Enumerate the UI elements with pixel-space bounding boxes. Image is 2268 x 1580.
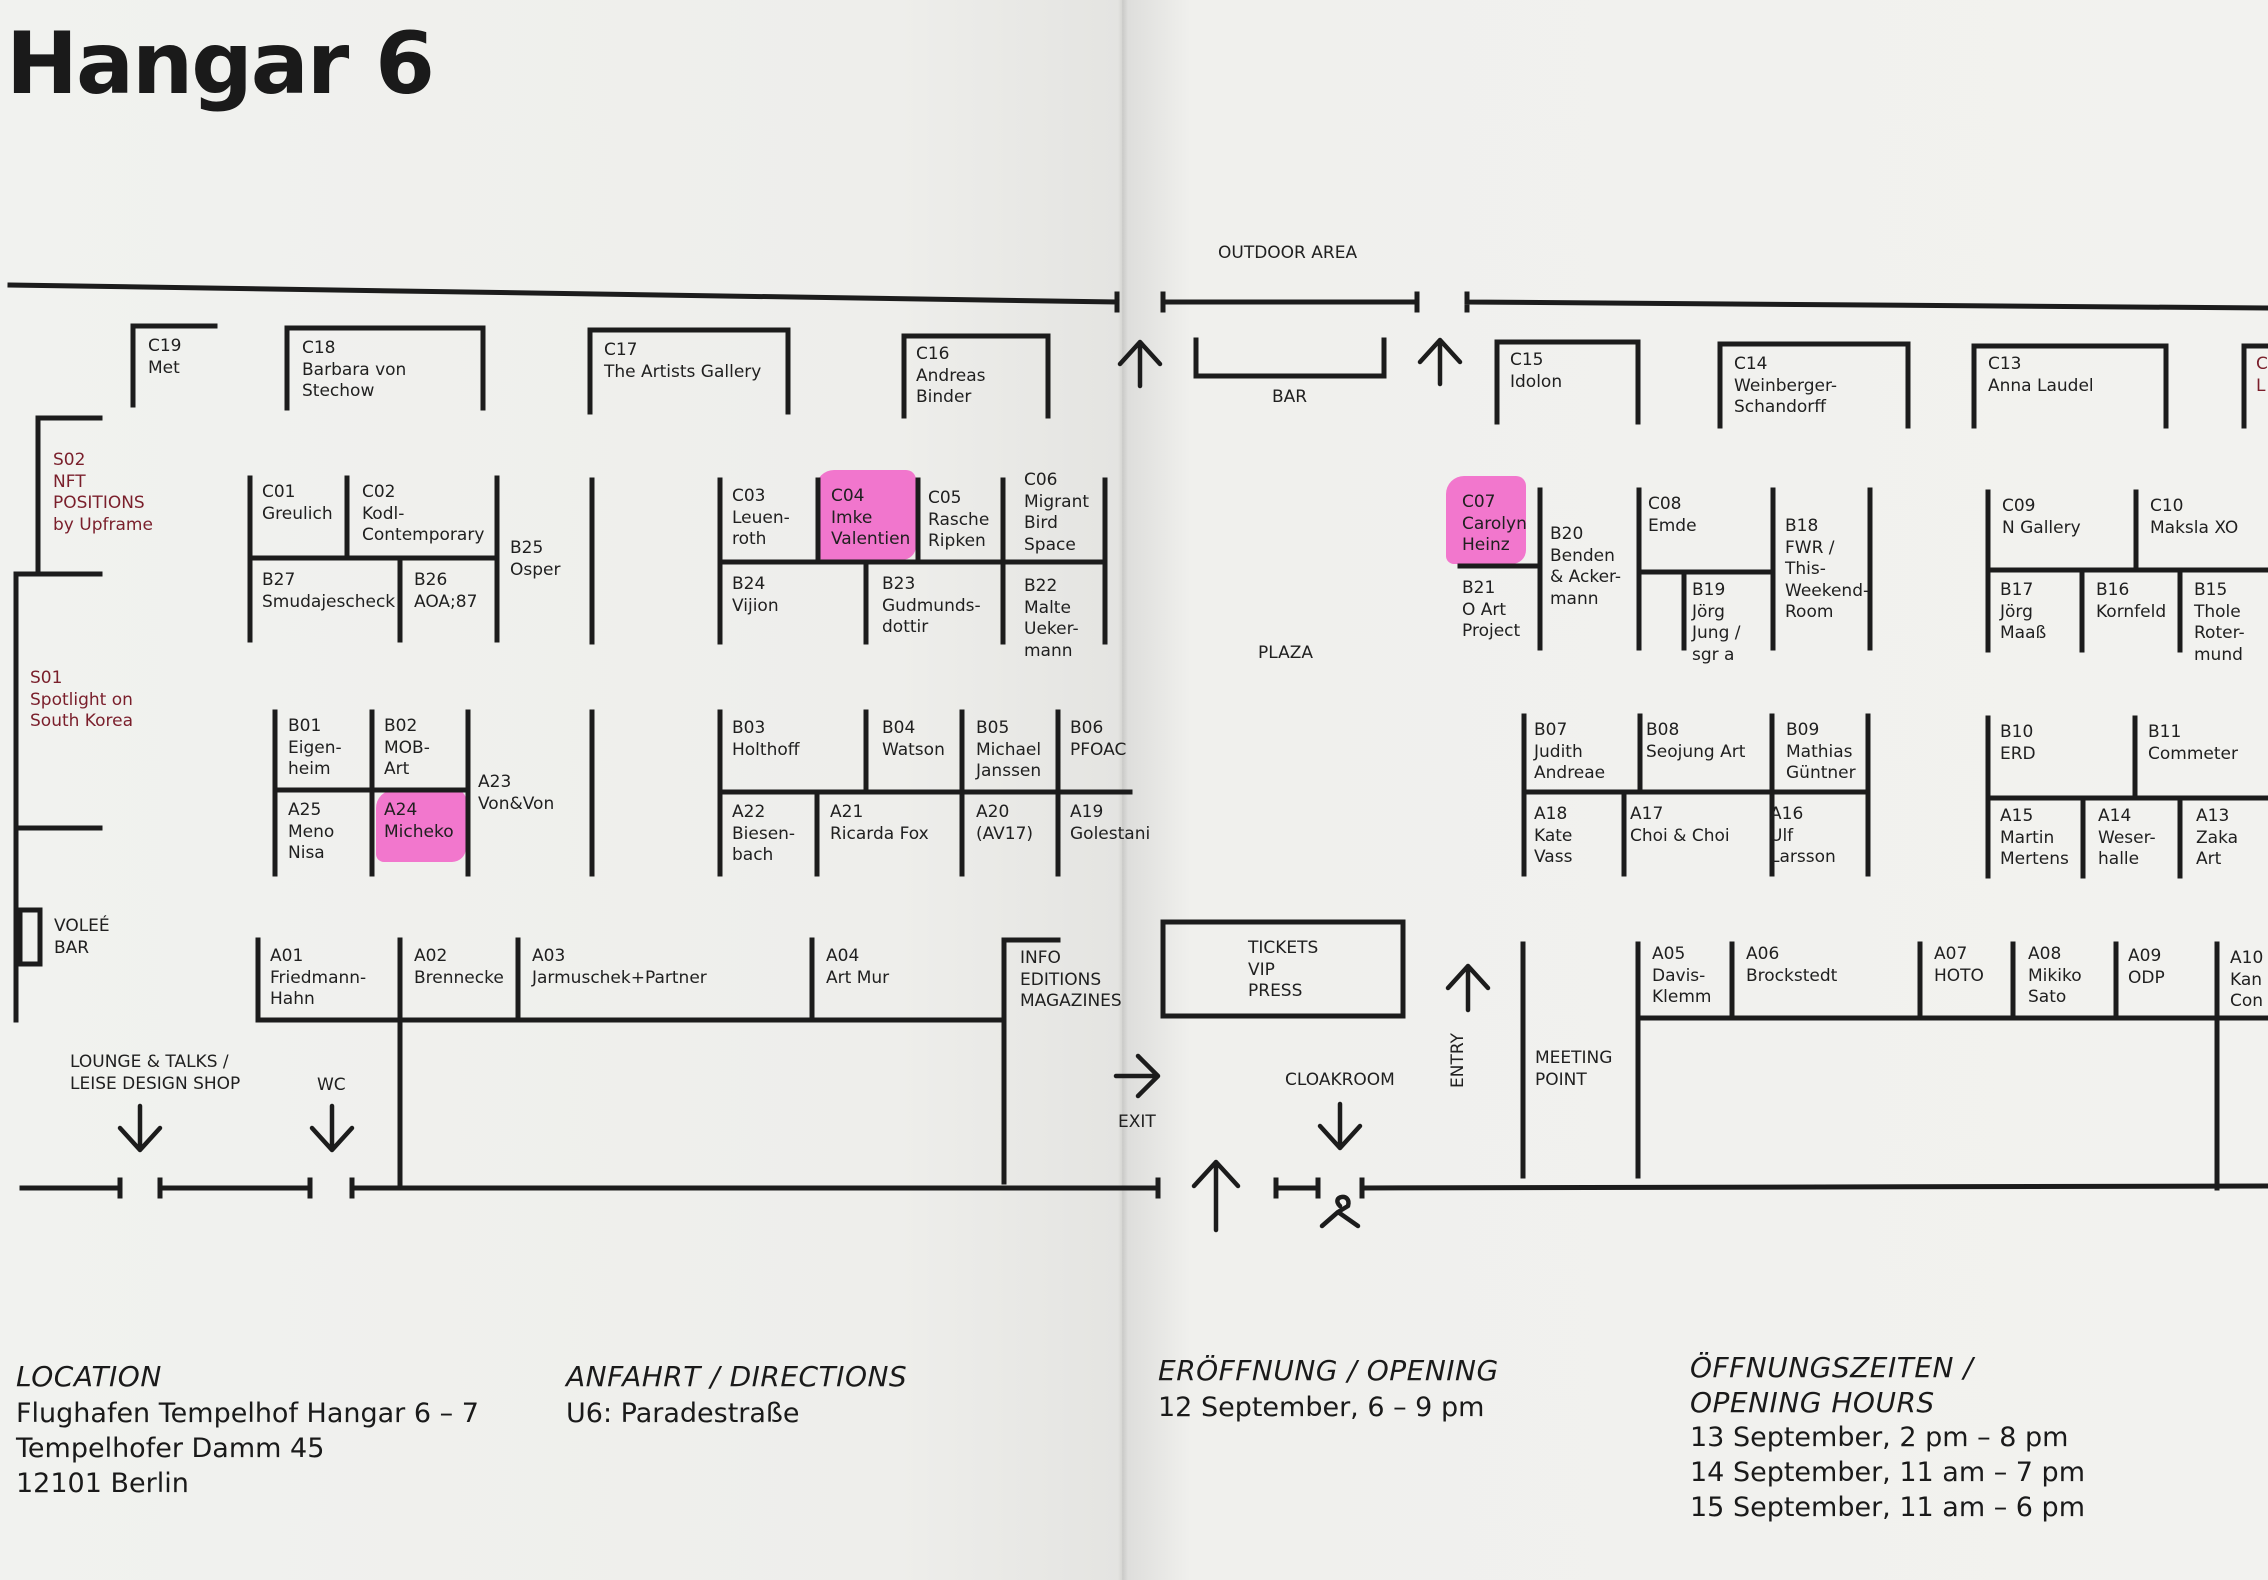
booth-a24: A24 Micheko (384, 800, 454, 842)
booth-a20: A20 (AV17) (976, 802, 1034, 844)
outdoor-area-label: OUTDOOR AREA (1218, 243, 1358, 263)
booth-a19: A19 Golestani (1070, 802, 1151, 844)
booth-a04: A04 Art Mur (826, 946, 890, 988)
booth-c04: C04 Imke Valentien (831, 486, 911, 549)
booth-a03: A03 Jarmuschek+Partner (532, 946, 707, 988)
booth-a01: A01 Friedmann- Hahn (270, 946, 367, 1009)
booth-c09: C09 N Gallery (2002, 496, 2081, 538)
booth-c17: C17 The Artists Gallery (604, 340, 762, 382)
location-heading: LOCATION (16, 1360, 162, 1393)
booth-a17: A17 Choi & Choi (1630, 804, 1730, 846)
booth-c10: C10 Maksla XO (2150, 496, 2239, 538)
location-address: Flughafen Tempelhof Hangar 6 – 7 Tempelh… (16, 1398, 479, 1499)
booth-c15: C15 Idolon (1510, 350, 1563, 392)
wc-label: WC (317, 1075, 346, 1095)
booth-a07: A07 HOTO (1934, 944, 1984, 986)
booth-b16: B16 Kornfeld (2096, 580, 2167, 622)
meeting-point-label: MEETING POINT (1535, 1048, 1613, 1090)
opening-hours-text: 13 September, 2 pm – 8 pm 14 September, … (1690, 1422, 2085, 1523)
booth-b25: B25 Osper (510, 538, 561, 580)
opening-heading: ERÖFFNUNG / OPENING (1158, 1354, 1499, 1387)
tickets-vip-press-label: TICKETS VIP PRESS (1248, 938, 1319, 1001)
booth-b05: B05 Michael Janssen (976, 718, 1042, 781)
booth-c07: C07 Carolyn Heinz (1462, 492, 1527, 555)
booth-a13: A13 Zaka Art (2196, 806, 2239, 869)
booth-b07: B07 Judith Andreae (1534, 720, 1606, 783)
booth-b10: B10 ERD (2000, 722, 2036, 764)
booth-b04: B04 Watson (882, 718, 945, 760)
booth-b24: B24 Vijion (732, 574, 779, 616)
booth-a10-partial: A10 Kan Con (2230, 948, 2264, 1011)
booth-b19: B19 Jörg Jung / sgr a (1692, 580, 1741, 665)
booth-c02: C02 Kodl- Contemporary (362, 482, 485, 545)
booth-a16: A16 Ulf Larsson (1770, 804, 1836, 867)
opening-hours-heading: ÖFFNUNGSZEITEN / OPENING HOURS (1690, 1351, 1974, 1419)
booth-a09: A09 ODP (2128, 946, 2165, 988)
booth-b09: B09 Mathias Güntner (1786, 720, 1856, 783)
booth-c01: C01 Greulich (262, 482, 333, 524)
directions-heading: ANFAHRT / DIRECTIONS (566, 1360, 908, 1393)
booth-b03: B03 Holthoff (732, 718, 800, 760)
booth-a25: A25 Meno Nisa (288, 800, 335, 863)
s01-spotlight-korea-label: S01 Spotlight on South Korea (30, 668, 134, 731)
booth-a15: A15 Martin Mertens (2000, 806, 2069, 869)
bar-label: BAR (1272, 387, 1308, 407)
booth-a08: A08 Mikiko Sato (2028, 944, 2082, 1007)
highlight-c07 (1446, 476, 1526, 564)
page-title: Hangar 6 (6, 14, 435, 114)
booth-c03: C03 Leuen- roth (732, 486, 790, 549)
info-editions-label: INFO EDITIONS MAGAZINES (1020, 948, 1122, 1011)
booth-b26: B26 AOA;87 (414, 570, 478, 612)
booth-c06: C06 Migrant Bird Space (1024, 470, 1090, 555)
booth-b18: B18 FWR / This- Weekend- Room (1785, 516, 1870, 622)
booth-b20: B20 Benden & Acker- mann (1550, 524, 1622, 609)
booth-b23: B23 Gudmunds- dottir (882, 574, 981, 637)
booth-c19: C19 Met (148, 336, 182, 378)
booth-a02: A02 Brennecke (414, 946, 504, 988)
s02-nft-positions-label: S02 NFT POSITIONS by Upframe (53, 450, 153, 535)
booth-c08: C08 Emde (1648, 494, 1697, 536)
booth-b17: B17 Jörg Maaß (2000, 580, 2047, 643)
exit-label: EXIT (1118, 1112, 1156, 1132)
booth-b11: B11 Commeter (2148, 722, 2238, 764)
booth-c18: C18 Barbara von Stechow (302, 338, 407, 401)
entry-label: ENTRY (1448, 1033, 1468, 1088)
booth-a23: A23 Von&Von (478, 772, 555, 814)
booth-a21: A21 Ricarda Fox (830, 802, 929, 844)
booth-a14: A14 Weser- halle (2098, 806, 2156, 869)
booth-b15: B15 Thole Roter- mund (2194, 580, 2245, 665)
booth-c05: C05 Rasche Ripken (928, 488, 990, 551)
booth-a06: A06 Brockstedt (1746, 944, 1838, 986)
booth-c13: C13 Anna Laudel (1988, 354, 2094, 396)
booth-b02: B02 MOB- Art (384, 716, 430, 779)
booth-a18: A18 Kate Vass (1534, 804, 1573, 867)
directions-text: U6: Paradestraße (566, 1398, 800, 1429)
booth-a22: A22 Biesen- bach (732, 802, 796, 865)
opening-text: 12 September, 6 – 9 pm (1158, 1392, 1485, 1423)
booth-a05: A05 Davis- Klemm (1652, 944, 1712, 1007)
booth-b06: B06 PFOAC (1070, 718, 1127, 760)
plaza-label: PLAZA (1258, 643, 1314, 663)
booth-b08: B08 Seojung Art (1646, 720, 1746, 762)
volee-bar-label: VOLEÉ BAR (54, 916, 110, 958)
booth-b27: B27 Smudajescheck (262, 570, 396, 612)
booth-b21: B21 O Art Project (1462, 578, 1521, 641)
lounge-talks-label: LOUNGE & TALKS / LEISE DESIGN SHOP (70, 1052, 241, 1094)
booth-b22: B22 Malte Ueker- mann (1024, 576, 1079, 661)
booth-c16: C16 Andreas Binder (916, 344, 986, 407)
booth-b01: B01 Eigen- heim (288, 716, 342, 779)
booth-c14: C14 Weinberger- Schandorff (1734, 354, 1837, 417)
cloakroom-label: CLOAKROOM (1285, 1070, 1395, 1090)
highlight-a24 (376, 790, 466, 862)
booth-c12-partial: C L (2256, 354, 2268, 396)
highlight-c04 (816, 470, 916, 560)
